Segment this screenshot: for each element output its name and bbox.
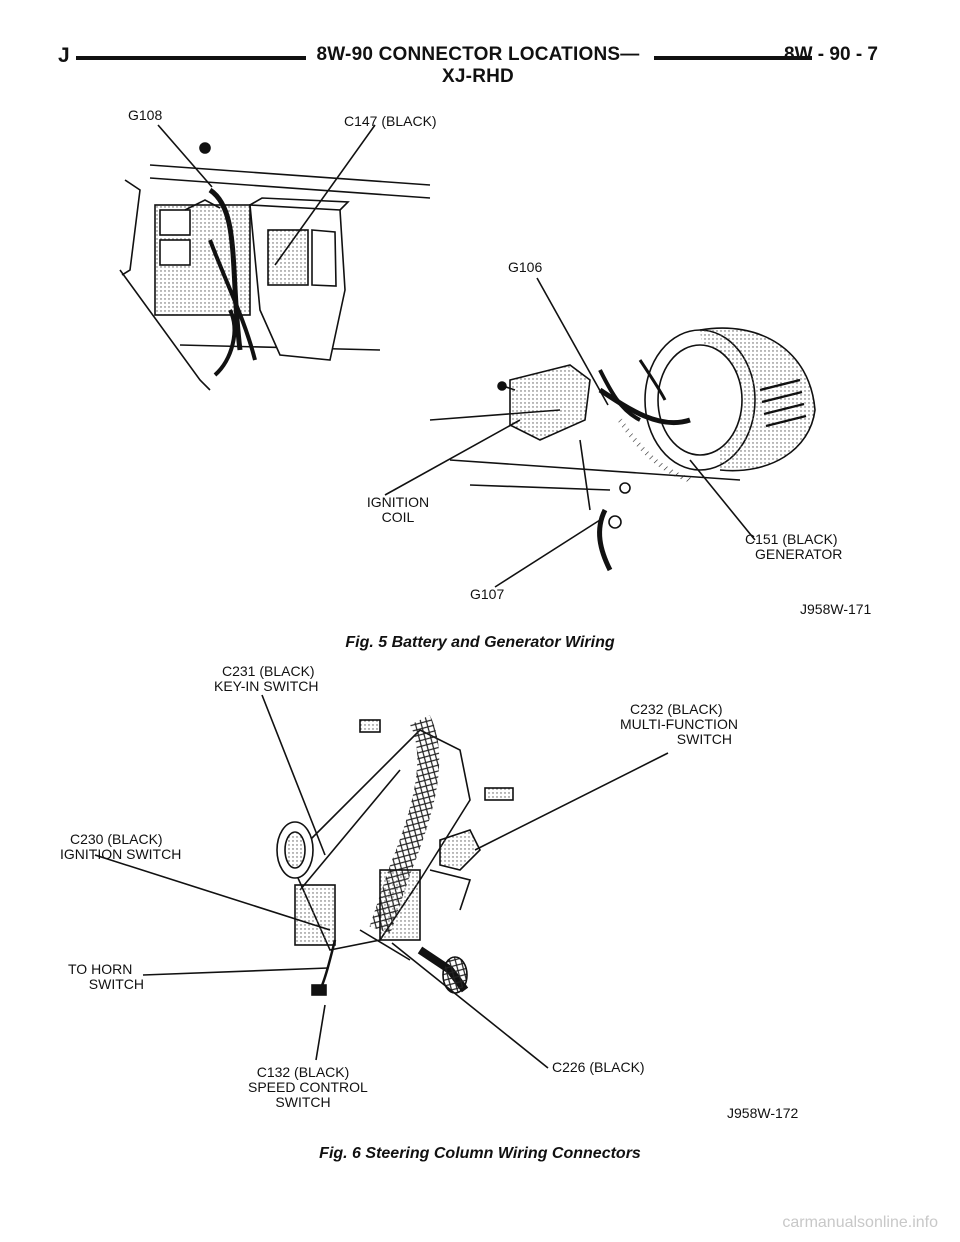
label-c147: C147 (BLACK) (344, 113, 437, 129)
label-c151: C151 (BLACK) GENERATOR (745, 532, 842, 562)
label-c226: C226 (BLACK) (552, 1059, 645, 1075)
label-c231-line1: C231 (BLACK) (222, 663, 315, 679)
label-horn-line2: SWITCH (88, 976, 144, 992)
figure-steering-column: C231 (BLACK) KEY-IN SWITCH C232 (BLACK) … (0, 660, 960, 1130)
watermark: carmanualsonline.info (782, 1214, 938, 1231)
label-c232-line3: SWITCH (676, 731, 732, 747)
label-horn-line1: TO HORN (68, 961, 133, 977)
page-number: 8W - 90 - 7 (784, 44, 878, 65)
label-g108: G108 (128, 107, 163, 123)
label-c132-line3: SWITCH (275, 1094, 331, 1110)
label-c231: C231 (BLACK) KEY-IN SWITCH (214, 664, 319, 694)
figure5-caption: Fig. 5 Battery and Generator Wiring (345, 634, 615, 651)
label-horn-switch: TO HORN SWITCH (68, 962, 144, 992)
label-c230-line1: C230 (BLACK) (70, 831, 163, 847)
label-c132-line2: SPEED CONTROL (248, 1079, 368, 1095)
figure6-code: J958W-172 (727, 1105, 799, 1121)
battery-generator-illustration (119, 124, 816, 588)
label-ignition-coil: IGNITION COIL (358, 495, 438, 525)
page-title: 8W-90 CONNECTOR LOCATIONS—XJ-RHD (316, 44, 640, 87)
figure5-code: J958W-171 (800, 601, 872, 617)
section-letter: J (58, 44, 70, 67)
label-c232: C232 (BLACK) MULTI-FUNCTION SWITCH (620, 701, 738, 747)
header-rule-left (76, 56, 306, 60)
figure6-caption: Fig. 6 Steering Column Wiring Connectors (319, 1145, 641, 1162)
page-header: J 8W-90 CONNECTOR LOCATIONS—XJ-RHD 8W - … (58, 44, 878, 87)
label-c230-line2: IGNITION SWITCH (60, 846, 182, 862)
label-c232-line2: MULTI-FUNCTION (620, 716, 738, 732)
label-c151-line1: C151 (BLACK) (745, 531, 838, 547)
label-c231-line2: KEY-IN SWITCH (214, 678, 319, 694)
label-c230: C230 (BLACK) IGNITION SWITCH (60, 832, 181, 862)
header-rule-right (654, 56, 812, 60)
label-c132-line1: C132 (BLACK) (256, 1064, 350, 1080)
label-c151-line2: GENERATOR (755, 546, 843, 562)
label-g106: G106 (508, 259, 543, 275)
label-c232-line1: C232 (BLACK) (630, 701, 723, 717)
steering-column-illustration (94, 694, 669, 1069)
label-c132: C132 (BLACK) SPEED CONTROL SWITCH (248, 1064, 368, 1110)
figure-battery-generator: G108 C147 (BLACK) G106 IGNITION COIL C15… (0, 90, 960, 630)
label-ignition-coil-line2: COIL (381, 509, 415, 525)
label-ignition-coil-line1: IGNITION (366, 494, 430, 510)
label-g107: G107 (470, 586, 505, 602)
